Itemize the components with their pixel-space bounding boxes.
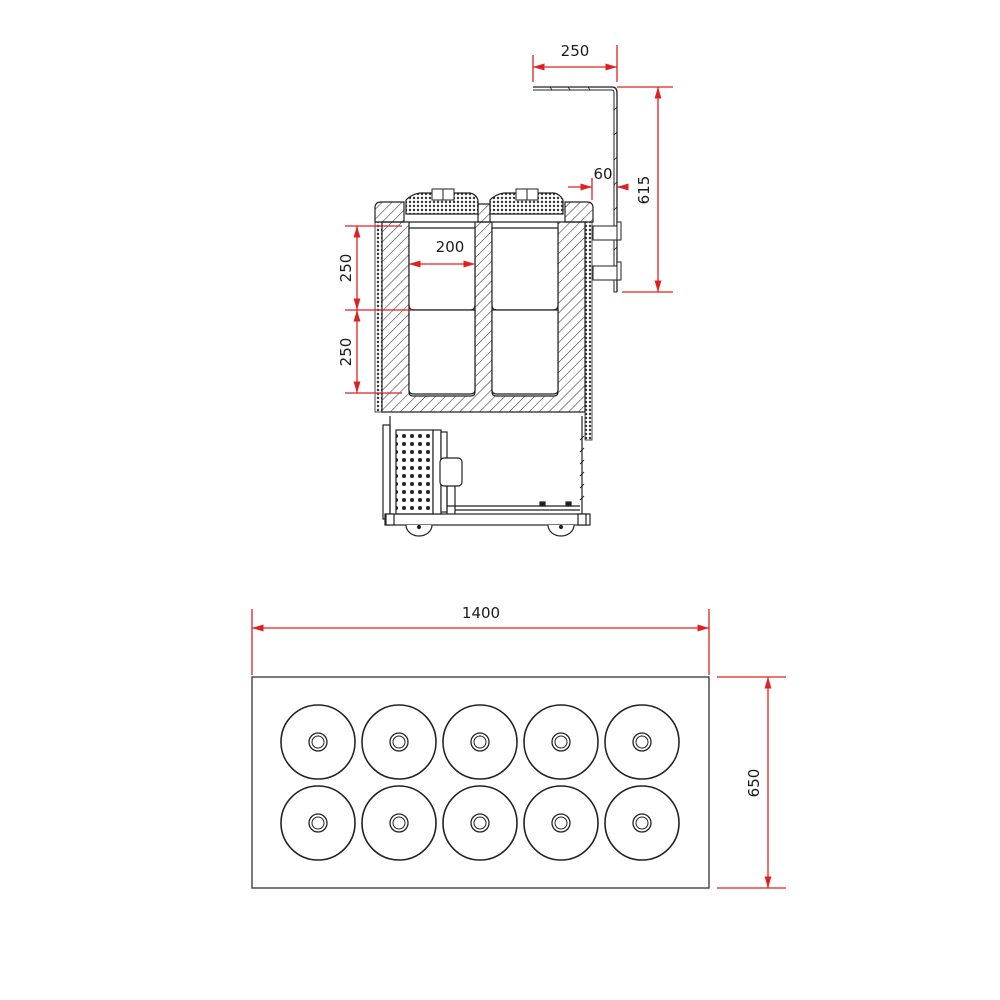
- section-dimensions: [345, 45, 673, 394]
- tub-opening: [280, 704, 356, 780]
- tub-lid-right: [489, 188, 564, 215]
- outer-skin-left: [374, 221, 383, 413]
- dim-tub-width: 200: [436, 238, 465, 256]
- tub-opening: [361, 704, 437, 780]
- plan-dimension-labels: 1400 650: [462, 604, 763, 797]
- canopy: [533, 86, 622, 293]
- section-view: 250 60 615 200 250 250: [337, 42, 673, 537]
- cabinet-outline: [251, 676, 710, 889]
- tub-left-column: [408, 227, 476, 395]
- castor-wheels: [405, 524, 575, 537]
- tub-opening: [523, 785, 599, 861]
- tub-opening: [604, 785, 680, 861]
- plan-view: 1400 650: [251, 604, 786, 889]
- tub-grid: [280, 704, 680, 861]
- tub-opening: [442, 704, 518, 780]
- machine-compartment: [382, 416, 591, 526]
- dim-canopy-height: 615: [635, 176, 653, 205]
- tub-lid-left: [405, 188, 479, 215]
- top-rim: [374, 201, 594, 223]
- tub-opening: [604, 704, 680, 780]
- plan-dimensions: [251, 609, 786, 889]
- dim-length: 1400: [462, 604, 500, 622]
- tub-opening: [442, 785, 518, 861]
- section-dimension-labels: 250 60 615 200 250 250: [337, 42, 653, 366]
- dim-canopy-offset: 60: [593, 165, 612, 183]
- dim-depth: 650: [745, 769, 763, 798]
- dim-tub-upper-height: 250: [337, 254, 355, 283]
- tub-opening: [523, 704, 599, 780]
- compressor-unit: [395, 429, 580, 515]
- dim-tub-lower-height: 250: [337, 338, 355, 367]
- insulated-well: [381, 221, 586, 413]
- dim-canopy-depth: 250: [561, 42, 590, 60]
- tub-right-column: [491, 227, 559, 395]
- outer-skin-right: [584, 221, 593, 441]
- tub-opening: [280, 785, 356, 861]
- tub-opening: [361, 785, 437, 861]
